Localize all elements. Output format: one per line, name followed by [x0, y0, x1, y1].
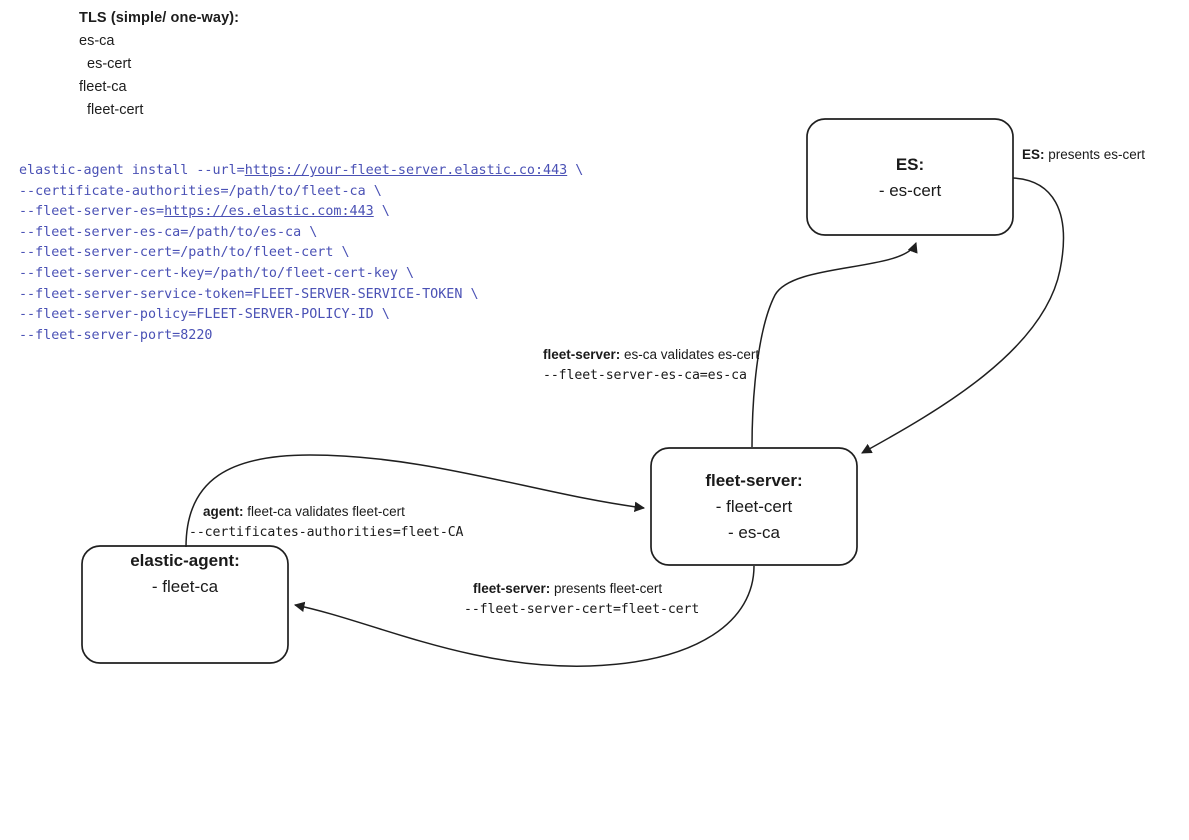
edge-label-fleet-presents: fleet-server: presents fleet-cert --flee… — [464, 578, 699, 620]
edge-label-agent-validates-bold: agent: — [203, 504, 244, 519]
command-text: --fleet-server-cert-key=/path/to/fleet-c… — [19, 265, 415, 281]
command-text: --fleet-server-cert=/path/to/fleet-cert … — [19, 245, 350, 261]
legend-item-fleet-ca: fleet-ca — [79, 79, 127, 95]
command-text: elastic-agent install --url= — [19, 163, 245, 178]
command-line: --fleet-server-es-ca=/path/to/es-ca \ — [19, 223, 759, 244]
legend-item-fleet-cert: fleet-cert — [87, 102, 144, 118]
edge-label-es-presents-rest: presents es-cert — [1044, 147, 1146, 162]
command-line: --fleet-server-port=8220 — [19, 326, 759, 347]
command-line: elastic-agent install --url=https://your… — [19, 161, 759, 182]
legend-item-es-ca: es-ca — [79, 33, 115, 49]
edge-label-agent-validates: agent: fleet-ca validates fleet-cert --c… — [189, 501, 463, 543]
edge-fleet-server-to-es — [751, 242, 918, 448]
edge-fleet-server-to-agent — [293, 565, 755, 667]
command-link[interactable]: https://es.elastic.com:443 — [164, 204, 374, 220]
command-line: --fleet-server-service-token=FLEET-SERVE… — [19, 285, 759, 306]
edge-label-es-presents: ES: presents es-cert — [1022, 144, 1145, 165]
command-text: --fleet-server-es= — [19, 204, 165, 220]
legend-item-es-cert: es-cert — [87, 56, 132, 72]
command-line: --fleet-server-es=https://es.elastic.com… — [19, 202, 759, 223]
edge-agent-to-fleet-server — [185, 454, 646, 548]
node-box-elastic-agent[interactable] — [81, 545, 289, 664]
edge-label-fleet-validates-mono: --fleet-server-es-ca=es-ca — [543, 368, 747, 383]
command-text: --fleet-server-es-ca=/path/to/es-ca \ — [19, 224, 318, 240]
tls-legend: TLS (simple/ one-way): es-ca es-cert fle… — [79, 7, 419, 122]
command-line: --fleet-server-cert-key=/path/to/fleet-c… — [19, 264, 759, 285]
edge-label-fleet-presents-mono: --fleet-server-cert=fleet-cert — [464, 602, 700, 617]
edge-label-fleet-presents-rest: presents fleet-cert — [550, 581, 663, 596]
edge-label-agent-validates-mono: --certificates-authorities=fleet-CA — [189, 525, 464, 540]
command-text: \ — [373, 204, 390, 220]
edge-label-agent-validates-rest: fleet-ca validates fleet-cert — [243, 504, 405, 519]
node-box-fleet-server[interactable] — [650, 447, 858, 566]
node-box-es[interactable] — [806, 118, 1014, 236]
edge-label-es-presents-bold: ES: — [1022, 147, 1045, 162]
edge-label-fleet-presents-bold: fleet-server: — [473, 581, 551, 596]
command-line: --certificate-authorities=/path/to/fleet… — [19, 182, 759, 203]
command-line: --fleet-server-policy=FLEET-SERVER-POLIC… — [19, 305, 759, 326]
command-text: --fleet-server-policy=FLEET-SERVER-POLIC… — [19, 307, 390, 323]
install-command-block: elastic-agent install --url=https://your… — [19, 161, 759, 346]
command-text: --fleet-server-service-token=FLEET-SERVE… — [19, 286, 479, 302]
edge-label-fleet-validates-rest: es-ca validates es-cert — [620, 347, 760, 362]
command-text: \ — [567, 163, 584, 178]
command-link[interactable]: https://your-fleet-server.elastic.co:443 — [244, 163, 568, 178]
edge-es-to-fleet-server — [861, 177, 1065, 454]
command-text: --fleet-server-port=8220 — [19, 327, 213, 343]
legend-title: TLS (simple/ one-way): — [79, 10, 240, 26]
edge-label-fleet-validates-bold: fleet-server: — [543, 347, 621, 362]
edge-label-fleet-validates: fleet-server: es-ca validates es-cert --… — [543, 344, 759, 386]
command-text: --certificate-authorities=/path/to/fleet… — [19, 183, 382, 199]
command-line: --fleet-server-cert=/path/to/fleet-cert … — [19, 243, 759, 264]
